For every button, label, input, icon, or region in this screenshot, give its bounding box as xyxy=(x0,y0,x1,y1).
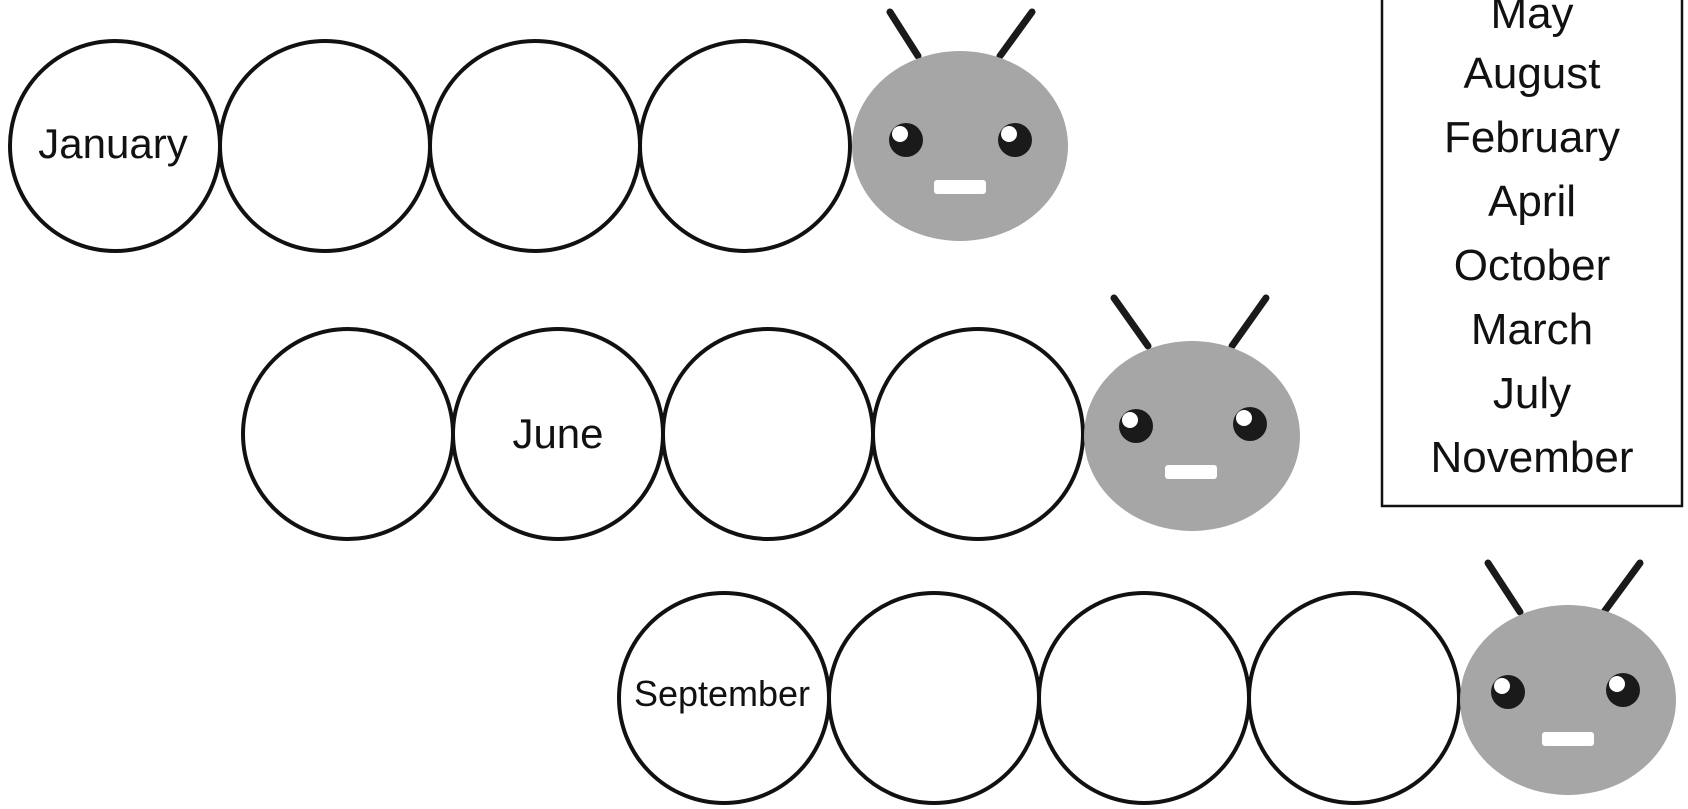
segment-4 xyxy=(873,329,1083,539)
caterpillar-1: January xyxy=(10,12,1068,251)
eye-left xyxy=(1491,675,1525,709)
mouth xyxy=(1542,732,1594,746)
head-shape xyxy=(852,51,1068,241)
word-bank-item: April xyxy=(1488,177,1576,226)
mouth xyxy=(1165,465,1217,479)
eye-left xyxy=(1119,409,1153,443)
caterpillar-3: September xyxy=(619,563,1676,803)
eye-right xyxy=(1233,407,1267,441)
segment-3 xyxy=(663,329,873,539)
eye-right xyxy=(998,123,1032,157)
eye-right-shine xyxy=(1001,126,1017,142)
eye-left xyxy=(889,123,923,157)
antenna-left xyxy=(890,12,918,56)
antenna-right xyxy=(1232,298,1266,346)
word-bank-item: August xyxy=(1464,49,1601,98)
segment-4 xyxy=(640,41,850,251)
antenna-right xyxy=(1000,12,1032,56)
word-bank-item: July xyxy=(1493,369,1571,418)
segment-4 xyxy=(1249,593,1459,803)
word-bank-item: November xyxy=(1431,433,1634,482)
antenna-left xyxy=(1114,298,1148,346)
eye-right xyxy=(1606,673,1640,707)
caterpillar-2: June xyxy=(243,298,1300,539)
eye-left-shine xyxy=(1122,412,1138,428)
segment-3 xyxy=(1039,593,1249,803)
word-bank-item: May xyxy=(1490,0,1573,38)
mouth xyxy=(934,180,986,194)
caterpillar-head xyxy=(1460,563,1676,795)
caterpillar-head xyxy=(1084,298,1300,531)
eye-right-shine xyxy=(1609,676,1625,692)
eye-right-shine xyxy=(1236,410,1252,426)
word-bank-item: February xyxy=(1444,113,1620,162)
segment-2-label: June xyxy=(512,410,603,457)
eye-left-shine xyxy=(892,126,908,142)
segment-1-label: January xyxy=(38,120,187,167)
word-bank-item: October xyxy=(1454,241,1611,290)
segment-2 xyxy=(220,41,430,251)
caterpillar-head xyxy=(852,12,1068,241)
word-bank: May August February April October March … xyxy=(1382,0,1682,506)
segment-1 xyxy=(243,329,453,539)
head-shape xyxy=(1084,341,1300,531)
word-bank-item: March xyxy=(1471,305,1593,354)
antenna-left xyxy=(1488,563,1520,612)
antenna-right xyxy=(1604,563,1640,612)
segment-3 xyxy=(430,41,640,251)
eye-left-shine xyxy=(1494,678,1510,694)
segment-2 xyxy=(829,593,1039,803)
head-shape xyxy=(1460,605,1676,795)
segment-1-label: September xyxy=(634,673,810,714)
